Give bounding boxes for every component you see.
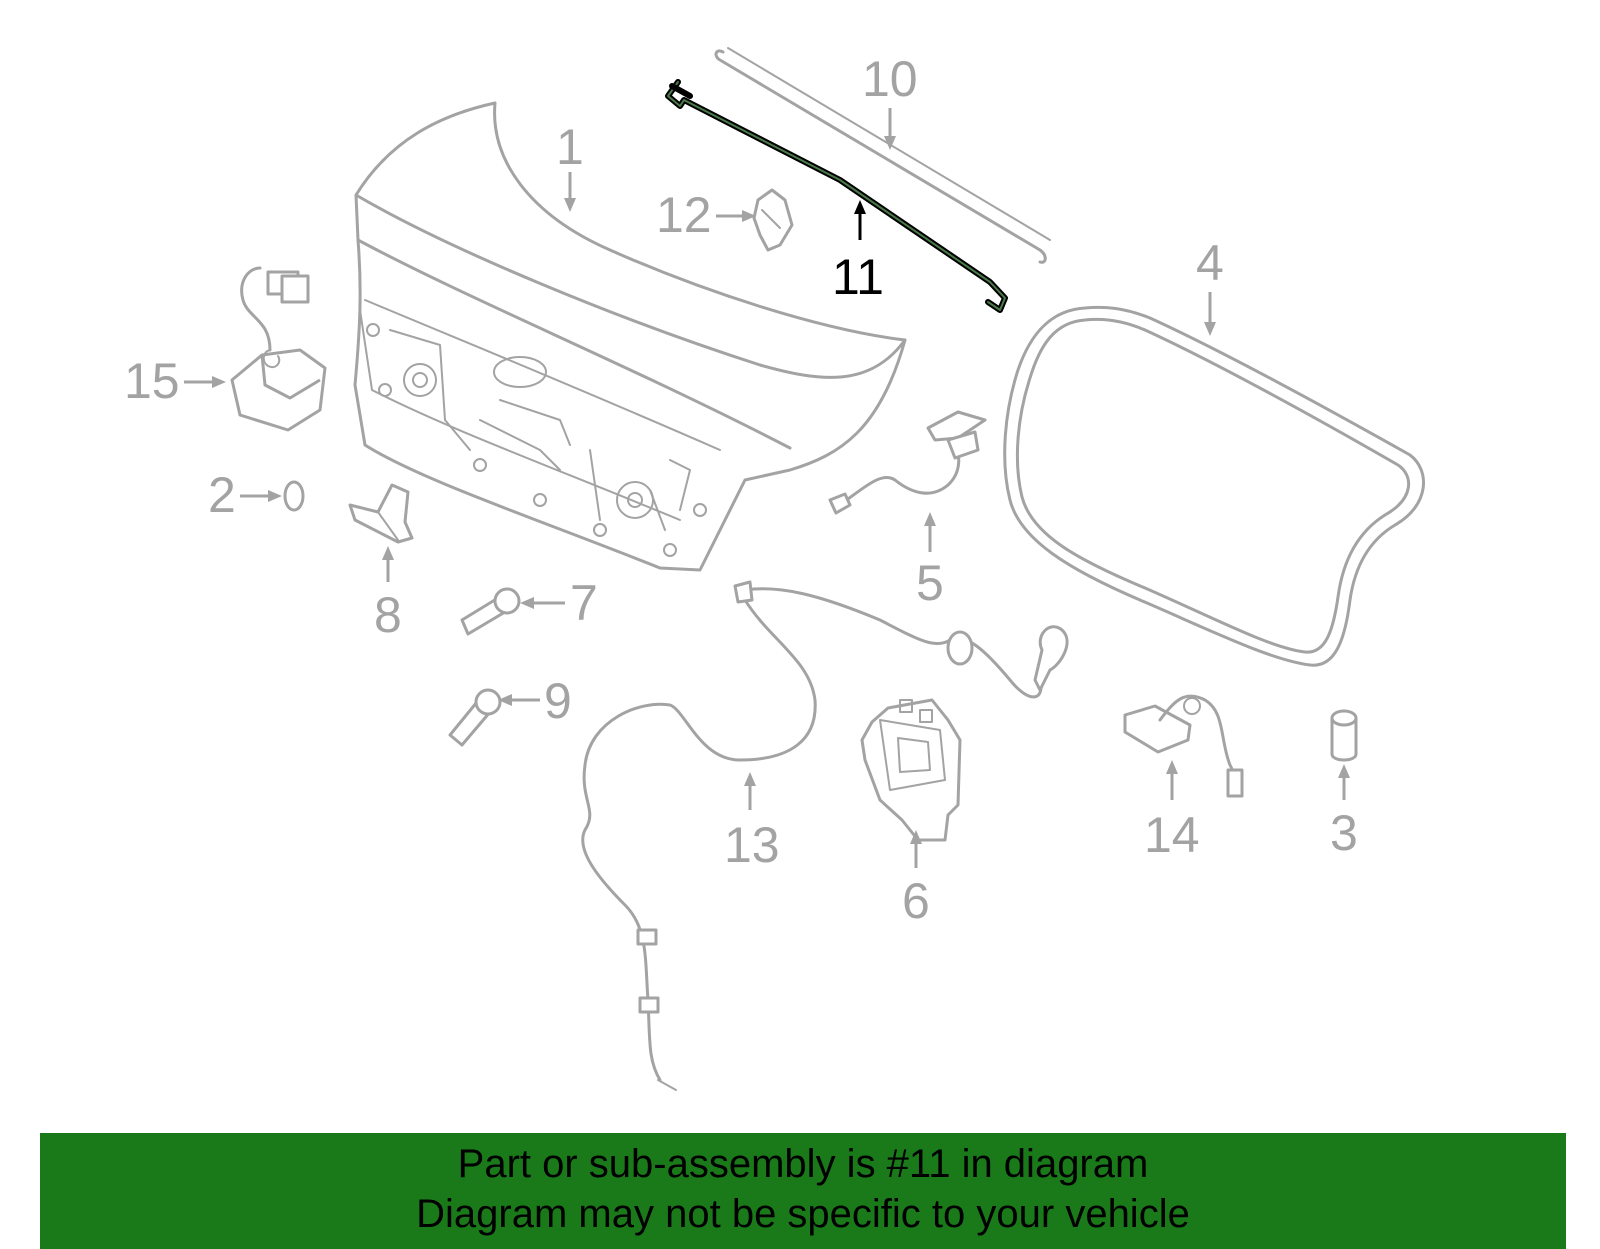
part-3-cap — [1330, 709, 1358, 762]
svg-text:15: 15 — [124, 353, 180, 409]
part-2-plug — [283, 480, 305, 512]
part-1-trunk-lid — [353, 101, 907, 572]
part-13-cable — [581, 580, 1069, 1091]
callout-5: 5 — [916, 512, 944, 611]
part-15-actuator — [230, 266, 327, 432]
callout-14: 14 — [1144, 760, 1200, 863]
part-4-weatherstrip — [1003, 305, 1425, 667]
part-7-bolt — [460, 587, 521, 636]
banner-part-note: Part or sub-assembly is #11 in diagram — [457, 1142, 1149, 1186]
callout-11: 11 — [832, 200, 884, 305]
part-12-bracket — [752, 188, 794, 252]
part-9-bolt — [448, 688, 502, 747]
part-8-stopper — [348, 483, 414, 544]
part-6-latch — [860, 698, 962, 842]
svg-text:13: 13 — [724, 817, 780, 873]
svg-text:12: 12 — [656, 187, 712, 243]
part-11-torsion-bar — [665, 79, 1008, 313]
part-14-lamp — [1123, 694, 1244, 798]
svg-text:5: 5 — [916, 555, 944, 611]
callout-4: 4 — [1196, 235, 1224, 336]
callout-9: 9 — [498, 673, 572, 729]
callout-8: 8 — [374, 546, 402, 643]
callout-3: 3 — [1330, 764, 1358, 861]
callout-6: 6 — [902, 830, 930, 929]
callout-10: 10 — [862, 51, 918, 150]
callout-2: 2 — [208, 467, 282, 523]
callout-13: 13 — [724, 772, 780, 873]
svg-text:14: 14 — [1144, 807, 1200, 863]
svg-text:7: 7 — [570, 575, 598, 631]
svg-text:3: 3 — [1330, 805, 1358, 861]
svg-text:9: 9 — [544, 673, 572, 729]
callout-1: 1 — [556, 119, 584, 212]
svg-text:8: 8 — [374, 587, 402, 643]
banner-disclaimer: Diagram may not be specific to your vehi… — [416, 1192, 1190, 1236]
svg-text:1: 1 — [556, 119, 584, 175]
part-5-switch — [828, 410, 987, 515]
svg-text:4: 4 — [1196, 235, 1224, 291]
svg-text:10: 10 — [862, 51, 918, 107]
info-banner: Part or sub-assembly is #11 in diagram D… — [40, 1133, 1566, 1249]
svg-text:11: 11 — [832, 249, 884, 305]
callout-15: 15 — [124, 353, 226, 409]
callout-12: 12 — [656, 187, 756, 243]
svg-text:2: 2 — [208, 467, 236, 523]
svg-text:6: 6 — [902, 873, 930, 929]
callout-7: 7 — [520, 575, 598, 631]
